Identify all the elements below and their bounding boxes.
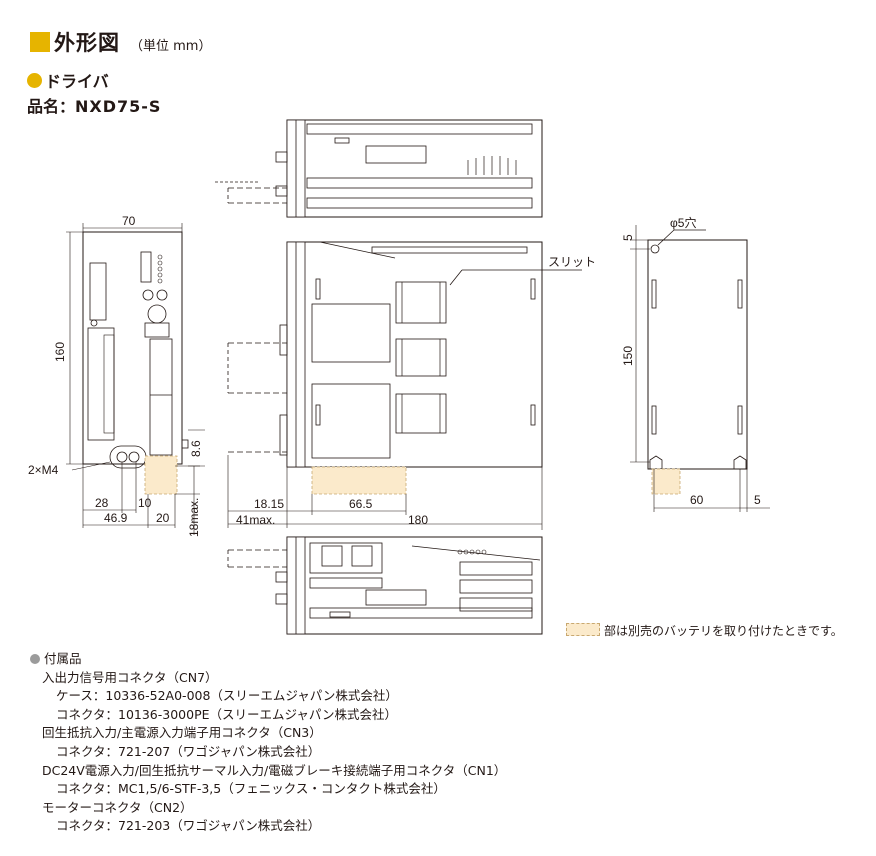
dim-20: 20 bbox=[156, 511, 170, 525]
dim-28: 28 bbox=[95, 496, 109, 510]
header-square bbox=[30, 32, 50, 52]
back-view bbox=[647, 229, 748, 495]
hole-label: φ5穴 bbox=[670, 215, 696, 230]
product-line: 品名：NXD75-S bbox=[27, 93, 161, 117]
dim-18-15: 18.15 bbox=[254, 497, 284, 511]
dim-back-60: 60 bbox=[690, 493, 704, 507]
dim-46-9: 46.9 bbox=[104, 511, 128, 525]
section-title: ドライバ bbox=[45, 72, 109, 91]
accessory-line: ケース：10336-52A0-008（スリーエムジャパン株式会社） bbox=[56, 688, 398, 704]
dim-10: 10 bbox=[138, 496, 152, 510]
dim-18max: 18max. bbox=[187, 498, 201, 537]
dim-front-height: 160 bbox=[53, 342, 67, 362]
bottom-view bbox=[227, 536, 543, 635]
product-label: 品名： bbox=[27, 97, 76, 116]
battery-legend-text: 部は別売のバッテリを取り付けたときです。 bbox=[604, 624, 843, 638]
accessory-line: 回生抵抗入力/主電源入力端子用コネクタ（CN3） bbox=[42, 725, 322, 741]
accessory-line: コネクタ：MC1,5/6-STF-3,5（フェニックス・コンタクト株式会社） bbox=[56, 781, 446, 797]
dim-41max: 41max. bbox=[236, 513, 275, 527]
front-dimensions bbox=[66, 223, 205, 535]
accessory-line: コネクタ：10136-3000PE（スリーエムジャパン株式会社） bbox=[56, 706, 398, 722]
dim-back-150: 150 bbox=[621, 346, 635, 366]
side-dimensions bbox=[227, 455, 543, 530]
slit-label: スリット bbox=[548, 255, 596, 269]
accessories-lines: 入出力信号用コネクタ（CN7） ケース：10336-52A0-008（スリーエムジ… bbox=[30, 669, 506, 836]
bullet-dot-icon bbox=[30, 654, 40, 665]
product-name: NXD75-S bbox=[75, 97, 162, 116]
front-view bbox=[82, 231, 189, 495]
bullet-dot bbox=[27, 73, 42, 88]
accessory-line: 入出力信号用コネクタ（CN7） bbox=[42, 669, 218, 685]
dim-back-5-right: 5 bbox=[754, 493, 761, 507]
back-dimensions bbox=[630, 225, 770, 512]
accessory-line: コネクタ：721-203（ワゴジャパン株式会社） bbox=[56, 818, 321, 834]
page-title: 外形図 bbox=[54, 31, 120, 55]
dim-8-6: 8.6 bbox=[189, 440, 203, 457]
accessories-list: 付属品 入出力信号用コネクタ（CN7） ケース：10336-52A0-008（スリ… bbox=[30, 650, 506, 836]
dim-66-5: 66.5 bbox=[349, 497, 373, 511]
accessory-line: DC24V電源入力/回生抵抗サーマル入力/電磁ブレーキ接続端子用コネクタ（CN1… bbox=[42, 762, 507, 778]
dim-screw: 2×M4 bbox=[28, 463, 59, 477]
unit-label: （単位 mm） bbox=[130, 39, 212, 54]
accessory-line: モーターコネクタ（CN2） bbox=[42, 799, 193, 815]
battery-legend-swatch bbox=[566, 623, 600, 636]
dim-front-width: 70 bbox=[122, 214, 136, 228]
top-view bbox=[215, 119, 543, 218]
side-view bbox=[227, 241, 582, 495]
dim-back-5-top: 5 bbox=[621, 234, 635, 241]
dim-180: 180 bbox=[408, 513, 428, 527]
accessories-heading: 付属品 bbox=[30, 650, 506, 669]
accessory-line: コネクタ：721-207（ワゴジャパン株式会社） bbox=[56, 743, 321, 759]
